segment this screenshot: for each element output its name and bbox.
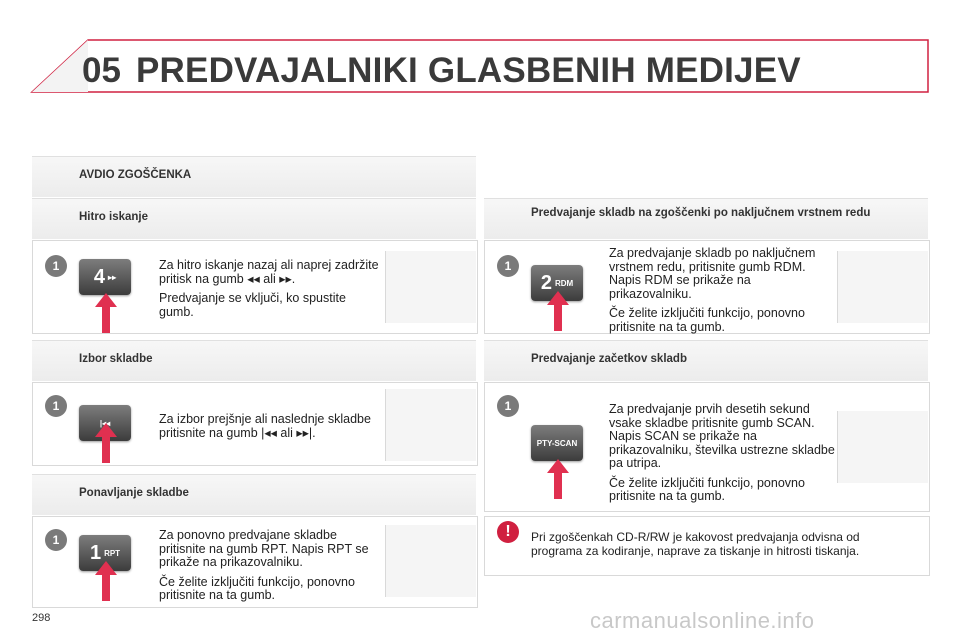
radio-unit-illustration xyxy=(385,525,476,597)
section-track-select-title: Izbor skladbe xyxy=(79,353,153,365)
section-repeat: Ponavljanje skladbe xyxy=(32,474,476,515)
note-p1: Pri zgoščenkah CD-R/RW je kakovost predv… xyxy=(531,530,860,558)
section-repeat-title: Ponavljanje skladbe xyxy=(79,487,189,499)
button-number: 2 xyxy=(540,271,552,294)
repeat-p1: Za ponovno predvajane skladbe pritisnite… xyxy=(159,528,369,569)
button-number: 4 xyxy=(93,265,106,288)
intro-p2: Če želite izključiti funkcijo, ponovno p… xyxy=(609,475,805,503)
button-label: RDM xyxy=(554,278,574,288)
step-badge: 1 xyxy=(45,255,67,277)
radio-unit-illustration xyxy=(837,251,928,323)
fast-forward-icon: ▸▸ xyxy=(108,272,117,282)
previous-track-icon: |◂◂ xyxy=(99,418,111,428)
note-panel: ! Pri zgoščenkah CD-R/RW je kakovost pre… xyxy=(484,516,930,576)
fast-search-text: Za hitro iskanje nazaj ali naprej zadrži… xyxy=(159,258,379,325)
up-arrow-icon xyxy=(547,459,569,499)
section-random-title: Predvajanje skladb na zgoščenki po naklj… xyxy=(531,207,871,219)
radio-unit-illustration xyxy=(385,251,476,323)
chapter-title: PREDVAJALNIKI GLASBENIH MEDIJEV xyxy=(136,51,801,90)
scan-button-illustration: PTY-SCAN xyxy=(531,425,583,461)
step-badge: 1 xyxy=(45,529,67,551)
up-arrow-icon xyxy=(95,293,117,333)
section-fast-search-title: Hitro iskanje xyxy=(79,211,149,223)
intro-text: Za predvajanje prvih desetih sekund vsak… xyxy=(609,402,835,510)
section-random: Predvajanje skladb na zgoščenki po naklj… xyxy=(484,198,928,239)
section-audio-cd: AVDIO ZGOŠČENKA xyxy=(32,156,476,197)
up-arrow-icon xyxy=(95,561,117,601)
repeat-p2: Če želite izključiti funkcijo, ponovno p… xyxy=(159,574,355,602)
warning-icon: ! xyxy=(497,521,519,543)
chapter-number: 05 xyxy=(82,51,121,90)
section-intro: Predvajanje začetkov skladb xyxy=(484,340,928,381)
up-arrow-icon xyxy=(95,423,117,463)
section-fast-search: Hitro iskanje xyxy=(32,198,476,239)
track-select-p1: Za izbor prejšnje ali naslednje skladbe … xyxy=(159,412,371,440)
watermark: carmanualsonline.info xyxy=(590,608,815,633)
page-number: 298 xyxy=(32,612,51,624)
section-intro-title: Predvajanje začetkov skladb xyxy=(531,353,687,365)
fast-search-p1: Za hitro iskanje nazaj ali naprej zadrži… xyxy=(159,258,379,286)
track-select-panel: 1 |◂◂ Za izbor prejšnje ali naslednje sk… xyxy=(32,382,478,466)
step-badge: 1 xyxy=(497,255,519,277)
up-arrow-icon xyxy=(547,291,569,331)
random-text: Za predvajanje skladb po naključnem vrst… xyxy=(609,246,835,340)
chapter-header-frame xyxy=(30,39,929,93)
radio-unit-illustration xyxy=(837,411,928,483)
section-track-select: Izbor skladbe xyxy=(32,340,476,381)
repeat-panel: 1 1 RPT Za ponovno predvajane skladbe pr… xyxy=(32,516,478,608)
button-label: RPT xyxy=(104,548,121,558)
fast-search-p2: Predvajanje se vključi, ko spustite gumb… xyxy=(159,291,346,319)
radio-unit-illustration xyxy=(385,389,476,461)
note-text: Pri zgoščenkah CD-R/RW je kakovost predv… xyxy=(531,530,911,564)
step-badge: 1 xyxy=(497,395,519,417)
button-number: 1 xyxy=(89,541,102,564)
intro-panel: 1 PTY-SCAN Za predvajanje prvih desetih … xyxy=(484,382,930,512)
forward-button-illustration: 4 ▸▸ xyxy=(79,259,131,295)
rpt-button-illustration: 1 RPT xyxy=(79,535,131,571)
step-badge: 1 xyxy=(45,395,67,417)
section-audio-cd-label: AVDIO ZGOŠČENKA xyxy=(79,169,192,181)
random-panel: 1 2 RDM Za predvajanje skladb po naključ… xyxy=(484,240,930,334)
button-label: PTY-SCAN xyxy=(536,438,578,448)
intro-p1: Za predvajanje prvih desetih sekund vsak… xyxy=(609,402,835,470)
track-select-text: Za izbor prejšnje ali naslednje skladbe … xyxy=(159,412,381,446)
random-p1: Za predvajanje skladb po naključnem vrst… xyxy=(609,246,816,301)
fast-search-panel: 1 4 ▸▸ Za hitro iskanje nazaj ali naprej… xyxy=(32,240,478,334)
repeat-text: Za ponovno predvajane skladbe pritisnite… xyxy=(159,528,381,609)
random-p2: Če želite izključiti funkcijo, ponovno p… xyxy=(609,306,805,334)
